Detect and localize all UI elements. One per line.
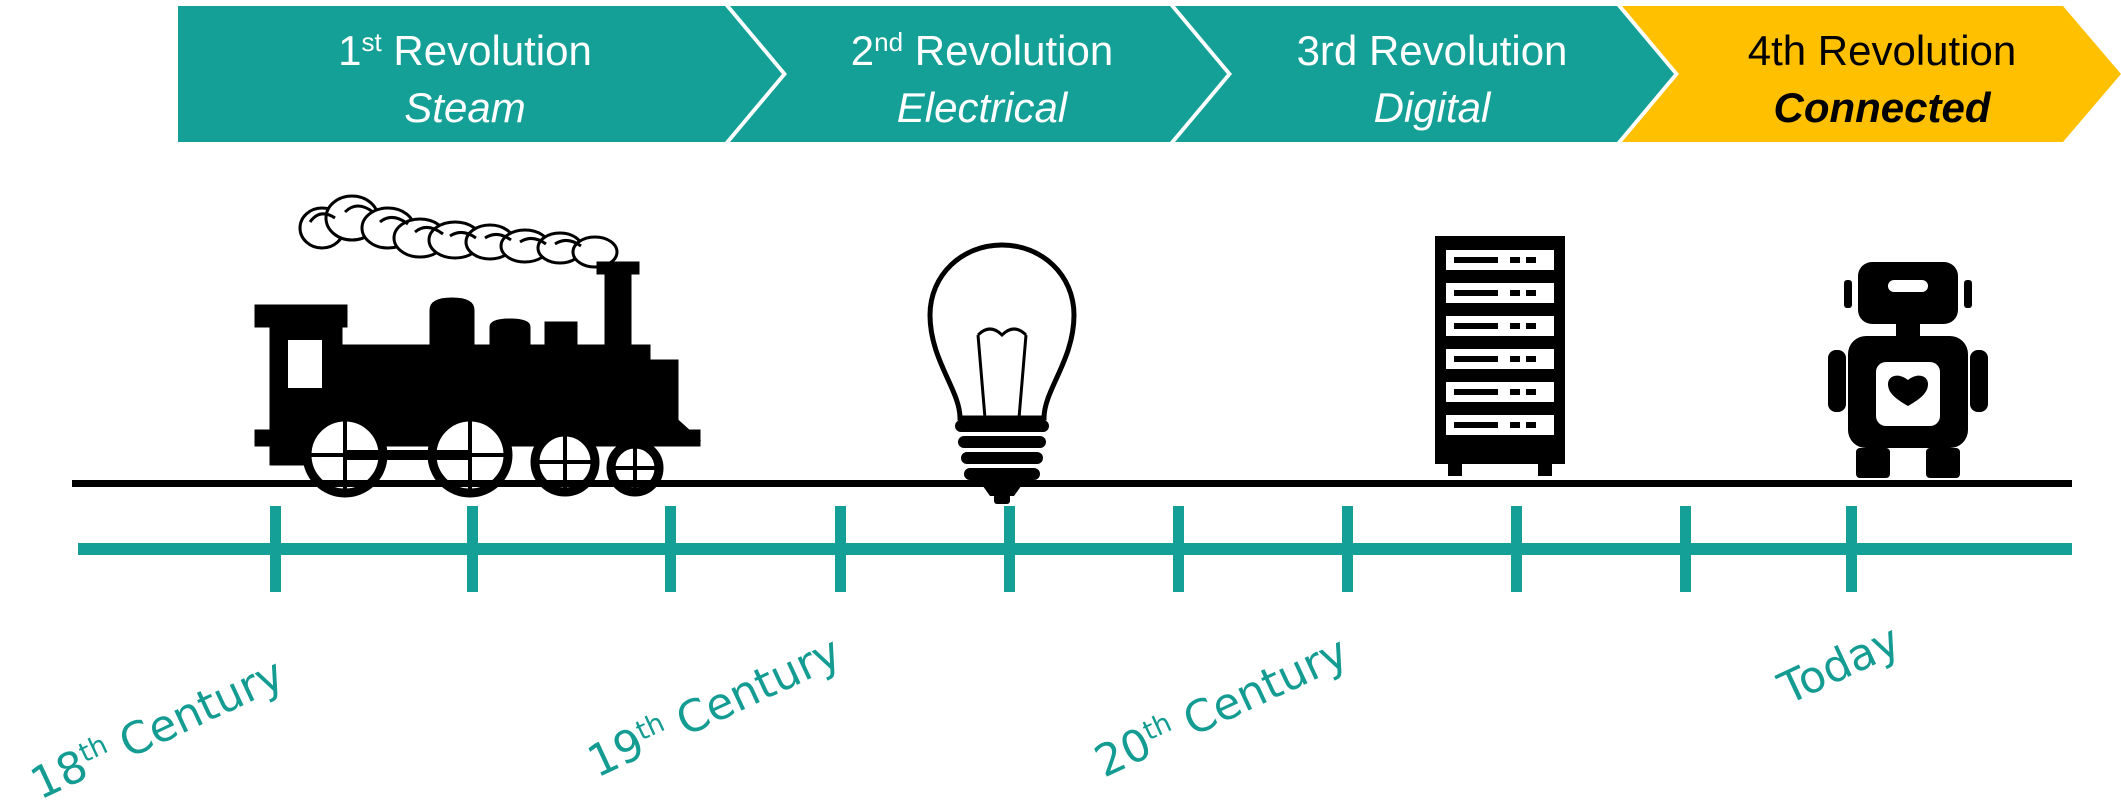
server-rack-icon <box>1435 236 1565 476</box>
timeline-tick <box>270 506 281 592</box>
revolution-banner: 1st Revolution Steam 2nd Revolution Elec… <box>178 6 2121 142</box>
era-label-18th-century: 18th Century <box>23 649 292 808</box>
timeline-tick <box>835 506 846 592</box>
timeline-tick <box>1342 506 1353 592</box>
chevron-1st-revolution <box>178 6 782 142</box>
timeline-line <box>78 543 2072 555</box>
steam-locomotive-icon <box>254 194 702 498</box>
timeline-tick <box>1846 506 1857 592</box>
revolution-3-title: 3rd Revolution <box>1297 27 1568 74</box>
era-label-20th-century: 20th Century <box>1087 627 1356 788</box>
robot-icon <box>1828 262 1988 478</box>
revolution-2-title: 2nd Revolution <box>851 27 1113 74</box>
revolution-4-subtitle: Connected <box>1773 84 1991 131</box>
timeline-axis <box>78 506 2072 592</box>
era-label-today: Today <box>1770 615 1908 715</box>
chevron-3rd-revolution <box>1175 6 1674 142</box>
timeline-tick <box>1511 506 1522 592</box>
chevron-2nd-revolution <box>730 6 1227 142</box>
era-label-19th-century: 19th Century <box>580 627 849 788</box>
ground-line <box>72 480 2072 487</box>
timeline-tick <box>665 506 676 592</box>
timeline-tick <box>1173 506 1184 592</box>
light-bulb-icon <box>927 242 1077 504</box>
revolution-4-title: 4th Revolution <box>1748 27 2017 74</box>
revolution-1-title: 1st Revolution <box>338 27 592 74</box>
timeline-tick <box>467 506 478 592</box>
timeline-tick <box>1680 506 1691 592</box>
timeline-tick <box>1004 506 1015 592</box>
chevron-4th-revolution <box>1622 6 2121 142</box>
revolution-1-subtitle: Steam <box>404 84 525 131</box>
revolution-3-subtitle: Digital <box>1374 84 1492 131</box>
era-labels: 18th Century 19th Century 20th Century T… <box>23 615 1908 808</box>
revolution-2-subtitle: Electrical <box>897 84 1069 131</box>
